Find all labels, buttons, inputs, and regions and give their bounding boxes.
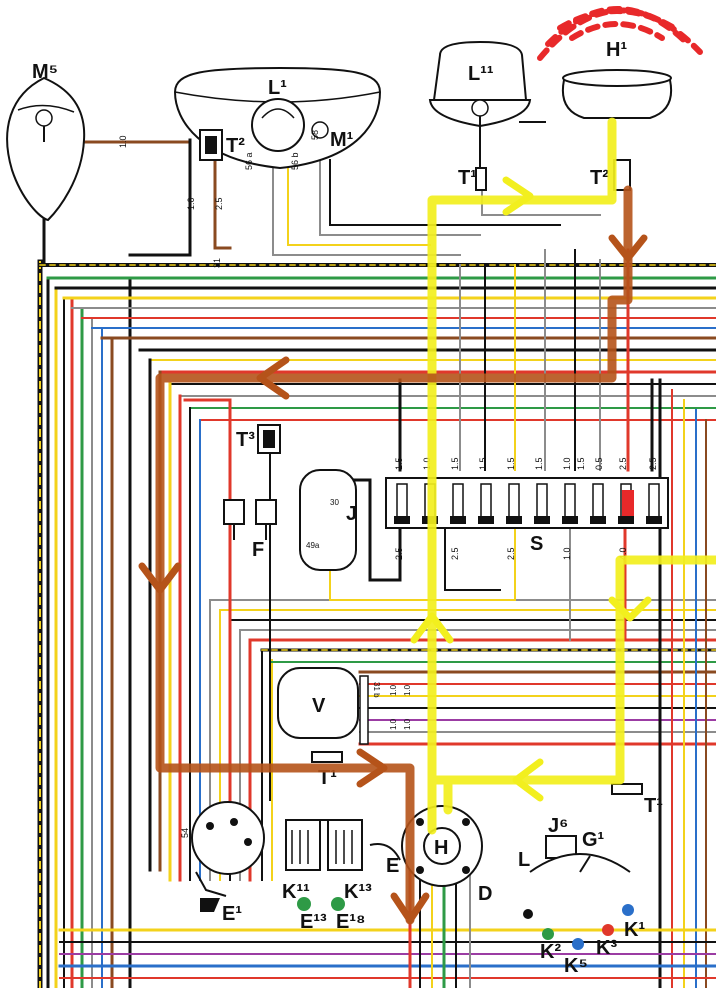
- wire-49a: 49a: [306, 541, 320, 550]
- label-v: V: [312, 695, 326, 717]
- wire-harness: [37, 121, 716, 988]
- label-t1-right: T¹: [644, 795, 663, 817]
- switch-e1: E¹ 54: [180, 801, 265, 925]
- highlight-brown-circuit: [155, 185, 633, 925]
- switch-e13: K¹¹ E¹³: [282, 819, 327, 933]
- label-k11: K¹¹: [282, 881, 310, 903]
- horn-h1: H¹: [537, 6, 703, 119]
- wire-1-0-b: 1.0: [186, 197, 196, 210]
- bus-value: 1.0: [403, 718, 412, 730]
- fuse-value: 1.0: [422, 457, 432, 470]
- label-l1: L¹: [268, 77, 287, 99]
- fuse-clip: [562, 516, 578, 524]
- bus-value: 1.0: [403, 684, 412, 696]
- regulator-v: V: [277, 667, 359, 739]
- label-e13: E¹³: [300, 911, 327, 933]
- wire-58: 58: [310, 130, 320, 140]
- fuse-value: 1.5: [394, 457, 404, 470]
- ignition-switch-h: H D: [401, 805, 492, 905]
- label-f: F: [252, 539, 264, 561]
- lamp-l11: L¹¹ T¹: [428, 40, 532, 191]
- fuse-clip: [534, 516, 550, 524]
- bus-value: 1.0: [389, 684, 398, 696]
- bottom-term: 2.5: [394, 547, 404, 560]
- fuse-value: 1.0: [562, 457, 572, 470]
- connector-t2-left: T² 1.0 1.0 2.5 31: [118, 129, 245, 268]
- fuse-value: 1.5: [576, 457, 586, 470]
- gauge-cluster: J⁶ G¹ L K² K⁵ K³ K¹: [518, 815, 645, 977]
- label-d: D: [478, 883, 492, 905]
- bottom-term: 1.0: [562, 547, 572, 560]
- wire-4-0: 4.0: [618, 547, 628, 560]
- lamp-m5: M⁵: [6, 61, 86, 222]
- horn-signal-waves: [537, 6, 703, 61]
- fuse-bottom-labels: 2.5 2.5 2.5 1.0 4.0: [394, 547, 628, 560]
- wire-30: 30: [330, 498, 339, 507]
- label-e1: E¹: [222, 903, 242, 925]
- connector-t2-right: T²: [590, 159, 631, 191]
- fuse-value: 2.5: [648, 457, 658, 470]
- wire-1-0-a: 1.0: [118, 135, 128, 148]
- fuse-value: 1.5: [534, 457, 544, 470]
- label-e18: E¹⁸: [336, 911, 365, 933]
- fuse-value: 1.5: [478, 457, 488, 470]
- highlight-brown-arrows: [138, 234, 648, 924]
- label-t3: T³: [236, 429, 255, 451]
- fuse-value: 2.5: [618, 457, 628, 470]
- highlight-yellow-circuit: [427, 117, 716, 835]
- label-g1: G¹: [582, 829, 605, 851]
- wire-56a: 56 a: [244, 152, 254, 170]
- label-e: E: [386, 855, 399, 877]
- connector-t3: T³: [236, 424, 281, 454]
- label-l11: L¹¹: [468, 63, 494, 85]
- wire-54: 54: [180, 828, 190, 838]
- label-h1: H¹: [606, 39, 627, 61]
- bus-terminal: 31 b: [372, 682, 381, 698]
- label-k2: K²: [540, 941, 561, 963]
- bus-value: 1.0: [389, 718, 398, 730]
- wire-31: 31: [212, 258, 222, 268]
- label-s: S: [530, 533, 543, 555]
- label-h: H: [434, 837, 448, 859]
- fuse-value: 1.5: [506, 457, 516, 470]
- fuse-clip: [394, 516, 410, 524]
- label-k1: K¹: [624, 919, 645, 941]
- bottom-term: 2.5: [506, 547, 516, 560]
- label-t2-right: T²: [590, 167, 609, 189]
- fuse-clip: [478, 516, 494, 524]
- fuse-clip: [618, 516, 634, 524]
- fuse-clip: [646, 516, 662, 524]
- label-j: J: [346, 503, 357, 525]
- signal-marker: [622, 490, 634, 516]
- switch-e18: K¹³ E¹⁸: [327, 819, 372, 933]
- headlamp-l1: L¹ M¹ 56 a 56 b 58: [173, 66, 382, 170]
- label-k5: K⁵: [564, 955, 588, 977]
- fuse-value: 0.5: [594, 457, 604, 470]
- label-k3: K³: [596, 937, 617, 959]
- label-m1: M¹: [330, 129, 354, 151]
- fuse-clip: [506, 516, 522, 524]
- wire-2-5-a: 2.5: [214, 197, 224, 210]
- fuse-value-labels: 1.5 1.0 1.5 1.5 1.5 1.5 1.0 1.5 0.5 2.5 …: [394, 457, 658, 470]
- label-t2-left: T²: [226, 135, 245, 157]
- connector-t1-right: T¹: [611, 783, 663, 817]
- switch-e: E: [369, 843, 401, 877]
- highlight-yellow-arrows: [410, 176, 652, 802]
- label-m5: M⁵: [32, 61, 58, 83]
- fuse-clip: [590, 516, 606, 524]
- label-k13: K¹³: [344, 881, 372, 903]
- fuse-clip: [450, 516, 466, 524]
- relay-j: J 30 49a: [299, 469, 357, 571]
- label-l: L: [518, 849, 530, 871]
- label-t1-top: T¹: [458, 167, 477, 189]
- wire-56b: 56 b: [290, 152, 300, 170]
- fuse-value: 1.5: [450, 457, 460, 470]
- label-j6: J⁶: [548, 815, 568, 837]
- bottom-term: 2.5: [450, 547, 460, 560]
- switch-f-pair: F: [223, 499, 277, 561]
- terminal-bus: 31 b 1.0 1.0 1.0 1.0: [359, 675, 412, 745]
